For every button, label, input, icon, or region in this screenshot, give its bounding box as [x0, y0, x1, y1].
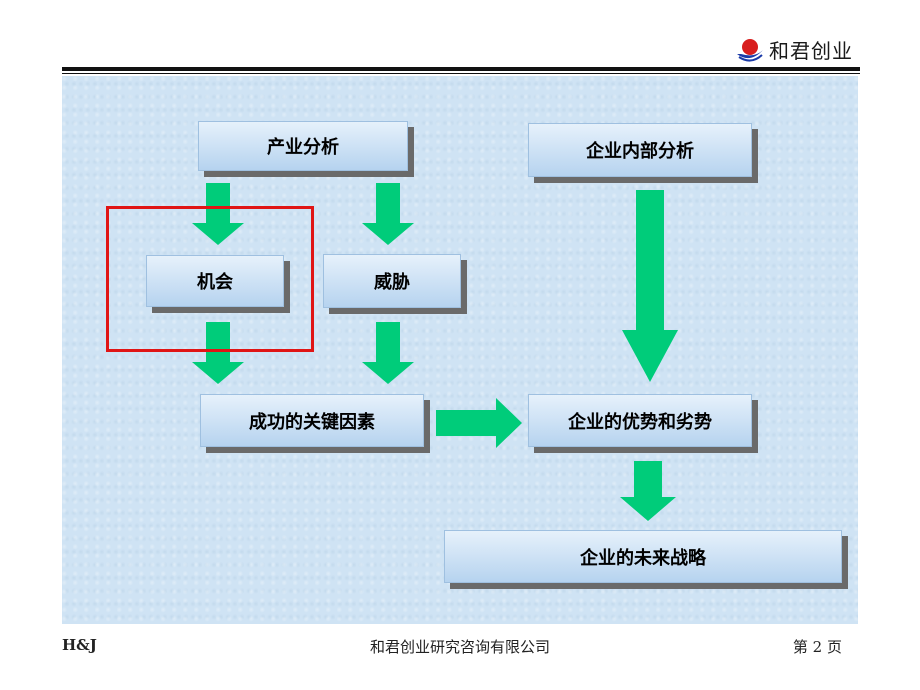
- arrow-industry-to-threat: [362, 183, 414, 245]
- node-threat: 威胁: [323, 254, 461, 308]
- company-logo: 和君创业: [735, 34, 853, 64]
- header-rule-thin: [62, 73, 860, 74]
- node-future-strategy-label: 企业的未来战略: [580, 547, 706, 569]
- node-industry-analysis-label: 产业分析: [267, 137, 339, 158]
- node-key-success-factors-label: 成功的关键因素: [249, 411, 375, 433]
- node-key-success-factors: 成功的关键因素: [200, 394, 424, 447]
- arrow-industry-to-opportunity: [192, 183, 244, 245]
- footer-page-number: 第 2 页: [792, 638, 842, 656]
- node-strengths-weaknesses-label: 企业的优势和劣势: [568, 411, 712, 433]
- node-opportunity-label: 机会: [197, 272, 233, 293]
- node-industry-analysis: 产业分析: [198, 121, 408, 171]
- node-threat-label: 威胁: [374, 272, 410, 293]
- logo-text: 和君创业: [769, 38, 853, 63]
- arrow-internal-to-strengths: [622, 190, 678, 382]
- node-internal-analysis: 企业内部分析: [528, 123, 752, 177]
- node-opportunity: 机会: [146, 255, 284, 307]
- header-rule-thick: [62, 67, 860, 71]
- node-future-strategy: 企业的未来战略: [444, 530, 842, 583]
- node-internal-analysis-label: 企业内部分析: [586, 141, 694, 162]
- node-strengths-weaknesses: 企业的优势和劣势: [528, 394, 752, 447]
- logo-swirl-icon: [737, 39, 763, 62]
- footer-left: H&J: [62, 636, 97, 654]
- arrow-strengths-to-strategy: [620, 461, 676, 521]
- arrow-ksf-to-strengths: [436, 398, 522, 448]
- footer-company: 和君创业研究咨询有限公司: [369, 638, 550, 656]
- highlight-opportunity-box: [106, 206, 314, 352]
- arrow-threat-to-ksf: [362, 322, 414, 384]
- arrow-opportunity-to-ksf: [192, 322, 244, 384]
